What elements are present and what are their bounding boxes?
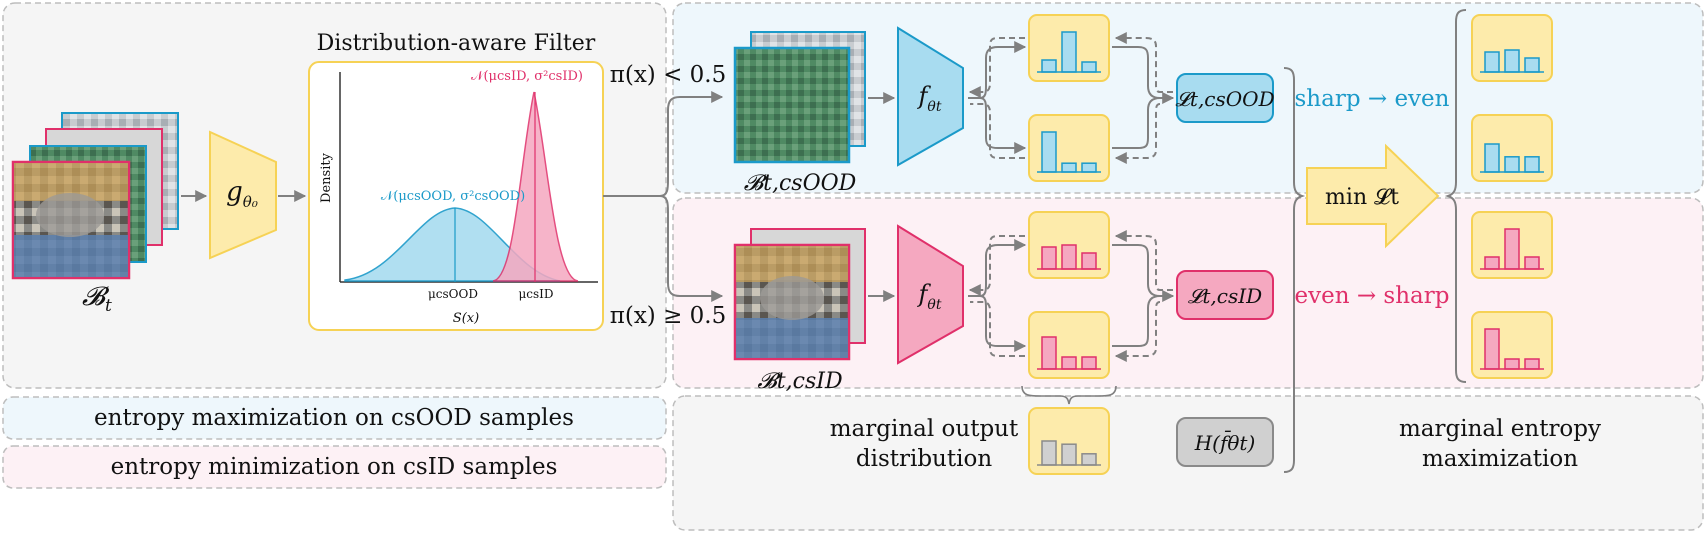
threshold-low-label: π(x) < 0.5 [610,62,727,88]
threshold-high-label: π(x) ≥ 0.5 [610,303,727,329]
histogram-right-blue-1 [1480,49,1544,73]
input-image-front [11,160,131,280]
density-plot: Density S(x) μcsOOD μcsID 𝒩(μcsOOD, σ²cs… [319,69,598,326]
even-to-sharp-label: even → sharp [1295,283,1450,309]
histogram-bar [1484,256,1500,270]
loss-csid-label: 𝓛t,csID [1188,284,1262,308]
output-bracket [1444,9,1467,383]
histogram-bar [1081,252,1097,270]
score-axis-label: S(x) [453,311,479,326]
legend-pink-text: entropy minimization on csID samples [111,454,558,480]
marginal-entropy-max-label-line2: maximization [1422,446,1578,472]
histogram-right-pink-2 [1480,328,1544,370]
histogram-bar [1081,356,1097,370]
csood-tick: μcsOOD [428,287,478,301]
histogram-bar [1081,453,1097,466]
legend-blue-box [2,396,667,440]
histogram-right-pink-1 [1480,228,1544,270]
csid-dist-label: 𝒩(μcsID, σ²csID) [471,69,583,84]
marginal-brace [1021,385,1117,405]
histogram-csood-bottom [1037,131,1101,173]
histogram-bar [1484,51,1500,73]
histogram-bar [1484,143,1500,173]
csood-batch-stack [733,31,866,164]
f-model-csood [897,26,964,167]
sharp-to-even-label: sharp → even [1295,86,1450,112]
f-model-csid [897,224,964,365]
histogram-bar [1081,61,1097,73]
histogram-bar [1041,440,1057,466]
histogram-bar [1041,59,1057,73]
histogram-csood-top [1037,31,1101,73]
csood-batch-label: 𝓑t,csOOD [744,171,857,196]
histogram-bar [1061,162,1077,173]
min-loss-arrow [1306,143,1440,249]
histogram-right-blue-2 [1480,143,1544,173]
histogram-bar [1504,358,1520,370]
input-batch-stack [11,112,179,280]
marginal-output-label: marginal output [830,416,1019,442]
loss-csid-box [1176,270,1274,320]
csid-batch-label: 𝓑t,csID [757,369,843,394]
loss-bracket [1283,67,1306,473]
filter-title: Distribution-aware Filter [317,31,596,56]
histogram-bar [1061,356,1077,370]
histogram-bar [1041,246,1057,270]
marginal-entropy-term: H(f̄θt) [1194,430,1256,455]
histogram-bar [1041,131,1057,173]
histogram-bar [1504,49,1520,73]
csood-dist-label: 𝒩(μcsOOD, σ²csOOD) [381,189,525,204]
legend-blue-text: entropy maximization on csOOD samples [94,405,574,431]
marginal-entropy-box [1176,417,1274,467]
histogram-bar [1524,358,1540,370]
min-loss-label: min 𝓛t [1325,185,1399,210]
csid-batch-stack [733,228,866,361]
histogram-bar [1061,31,1077,73]
loss-csood-box [1176,73,1274,123]
g-network-label: gθ₀ [226,177,258,211]
legend-pink-box [2,445,667,489]
marginal-output-label-line2: distribution [856,446,992,472]
csid-tick: μcsID [518,287,553,301]
g-network [209,130,277,260]
histogram-bar [1081,162,1097,173]
csood-connectors [968,32,1175,164]
loss-csood-label: 𝓛t,csOOD [1175,87,1274,111]
histogram-marginal [1037,440,1101,466]
histogram-bar [1504,228,1520,270]
histogram-bar [1524,156,1540,173]
histogram-bar [1524,57,1540,73]
histogram-bar [1061,443,1077,466]
histogram-bar [1041,336,1057,370]
csid-connectors [968,230,1175,362]
histogram-bar [1504,156,1520,173]
histogram-csid-bottom [1037,336,1101,370]
histogram-bar [1061,244,1077,270]
marginal-entropy-max-label: marginal entropy [1399,416,1601,442]
histogram-csid-top [1037,244,1101,270]
density-axis-label: Density [319,152,334,203]
histogram-bar [1484,328,1500,370]
histogram-bar [1524,256,1540,270]
